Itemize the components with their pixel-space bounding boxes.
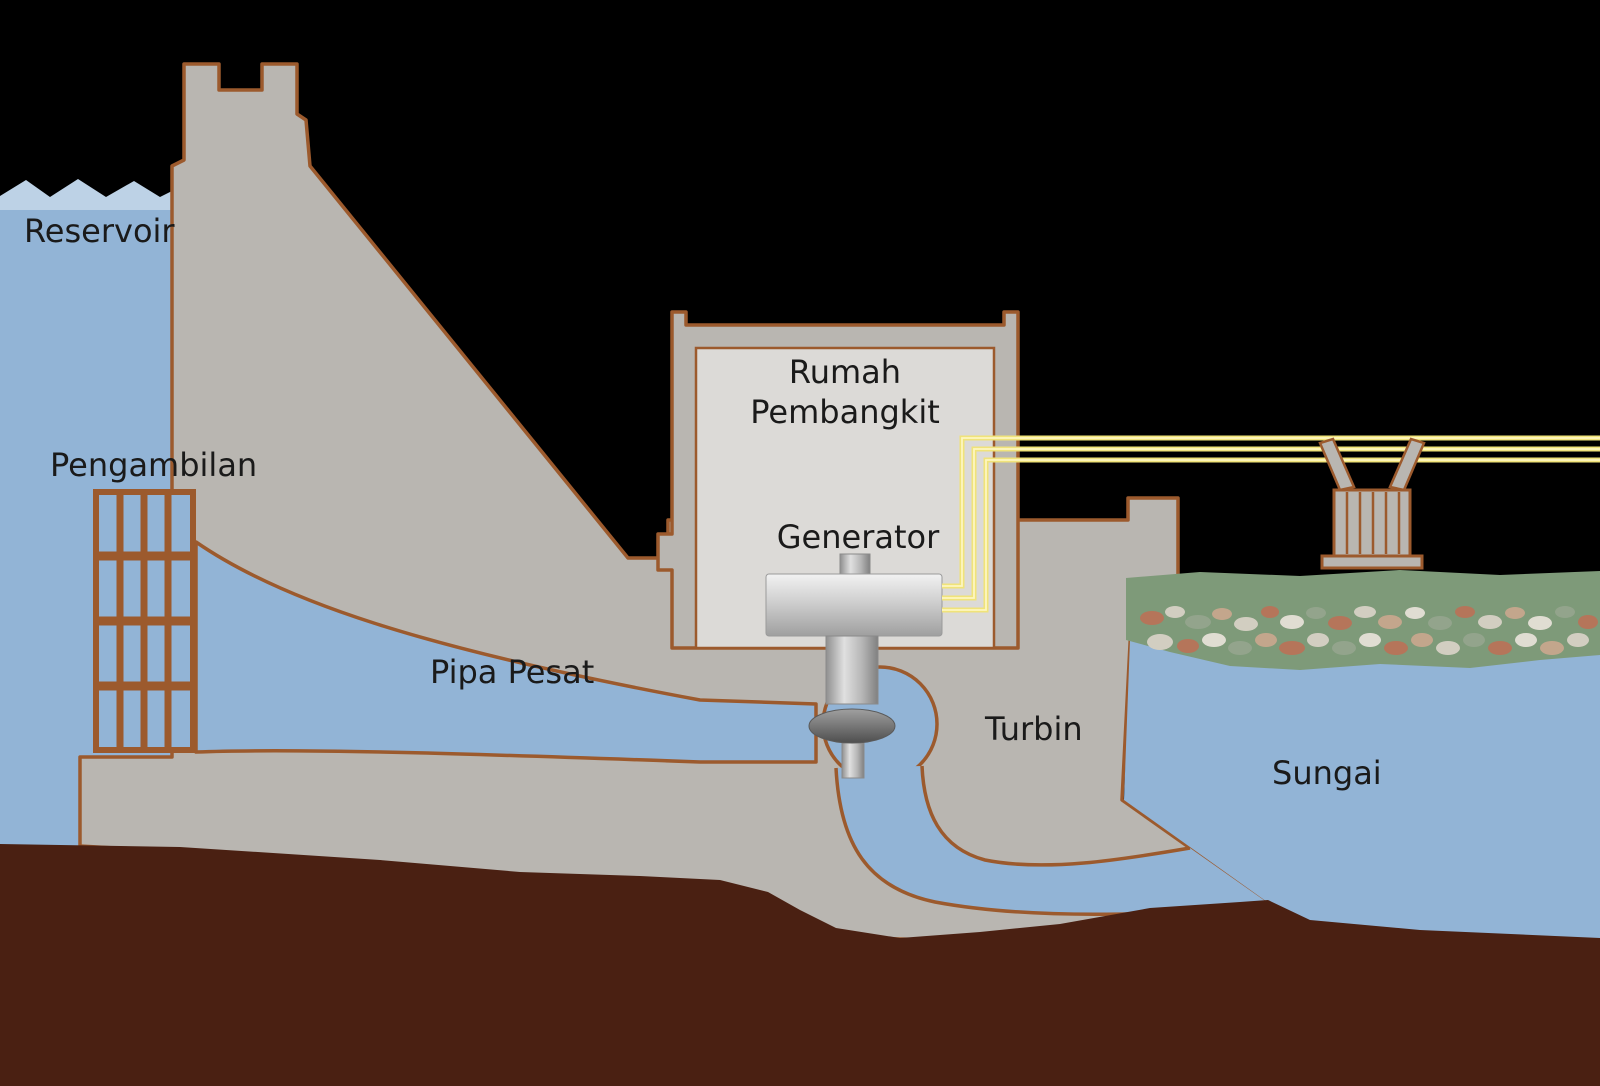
generator-unit: [765, 553, 943, 779]
river-label: Sungai: [1272, 754, 1382, 792]
pebble: [1359, 633, 1381, 647]
pebble: [1488, 641, 1512, 655]
turbine-shaft: [825, 635, 879, 705]
pebble: [1279, 641, 1305, 655]
tower-left-arm: [1318, 437, 1356, 492]
pebble: [1328, 616, 1352, 630]
pebble: [1185, 615, 1211, 629]
turbine-label: Turbin: [984, 710, 1083, 748]
pebble: [1212, 608, 1232, 620]
pebble: [1332, 641, 1356, 655]
turbine-runner: [808, 708, 896, 744]
pebble: [1378, 615, 1402, 629]
pebbles: [1140, 606, 1598, 655]
generator-label: Generator: [777, 518, 940, 556]
reservoir-label: Reservoir: [24, 212, 175, 250]
river-bank: [1126, 570, 1600, 670]
pebble: [1567, 633, 1589, 647]
tailrace-inner-edge: [920, 765, 1191, 867]
pebble: [1261, 606, 1279, 618]
pebble: [1436, 641, 1460, 655]
power-cable-highlight: [942, 459, 1600, 611]
pebble: [1202, 633, 1226, 647]
pebble: [1384, 641, 1408, 655]
pebble: [1555, 606, 1575, 618]
generator-stator: [765, 573, 943, 637]
pebble: [1405, 607, 1425, 619]
pebble: [1177, 639, 1199, 653]
pebble: [1455, 606, 1475, 618]
pebble: [1147, 634, 1173, 650]
water-surface-waves: [0, 179, 178, 216]
powerhouse-label-line1: Rumah: [789, 353, 901, 391]
penstock-label: Pipa Pesat: [430, 653, 594, 691]
pebble: [1478, 615, 1502, 629]
pebble: [1228, 641, 1252, 655]
tower-slats: [1345, 492, 1401, 554]
pebble: [1505, 607, 1525, 619]
power-lines: [942, 435, 1600, 613]
tower-base: [1320, 554, 1424, 570]
pebble: [1140, 611, 1164, 625]
pebble: [1280, 615, 1304, 629]
pebble: [1354, 606, 1376, 618]
pebble: [1306, 607, 1326, 619]
transmission-tower: [1318, 437, 1426, 570]
tower-right-arm: [1388, 437, 1426, 492]
pebble: [1578, 615, 1598, 629]
river-water: [1124, 590, 1600, 958]
earth-ground: [0, 844, 1600, 1086]
powerhouse-label-line2: Pembangkit: [750, 393, 940, 431]
power-cable-highlight: [942, 437, 1600, 587]
pebble: [1255, 633, 1277, 647]
pebble: [1234, 617, 1258, 631]
pebble: [1165, 606, 1185, 618]
pebble: [1411, 633, 1433, 647]
labels: Reservoir Pengambilan Pipa Pesat Rumah P…: [24, 212, 1382, 792]
pebble: [1540, 641, 1564, 655]
pebble: [1307, 633, 1329, 647]
generator-top-shaft: [839, 553, 871, 577]
pebble: [1515, 633, 1537, 647]
intake-grate: [93, 489, 196, 753]
pebble: [1528, 616, 1552, 630]
intake-label: Pengambilan: [50, 446, 257, 484]
power-cable-highlight: [942, 448, 1600, 599]
pebble: [1463, 633, 1485, 647]
pebble: [1428, 616, 1452, 630]
